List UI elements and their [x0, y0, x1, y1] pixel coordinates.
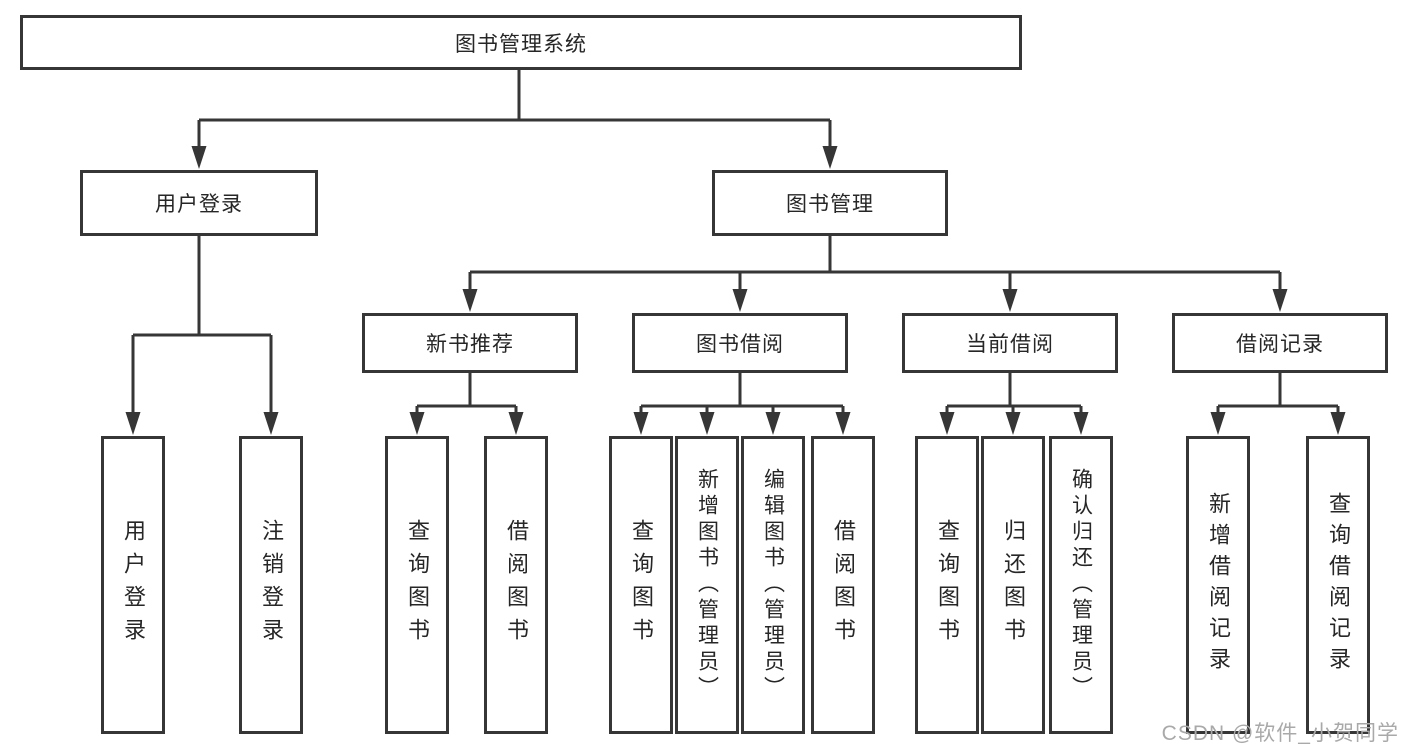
leaf-label-logout: 注销登录 [259, 519, 284, 651]
node-current-borrowing: 当前借阅 [902, 313, 1118, 373]
leaf-label-return-books: 归还图书 [1001, 519, 1026, 651]
node-book-management-branch: 图书管理 [712, 170, 948, 236]
leaf-edit-books-admin: 编辑图书（管理员） [741, 436, 805, 734]
leaf-label-query-books-newbook: 查询图书 [405, 519, 430, 651]
leaf-label-add-books-admin: 新增图书（管理员） [695, 468, 719, 702]
leaf-label-user-login: 用户登录 [121, 519, 146, 651]
leaf-borrow-books-borrowing: 借阅图书 [811, 436, 875, 734]
leaf-query-books-borrowing: 查询图书 [609, 436, 673, 734]
node-library-management-system: 图书管理系统 [20, 15, 1022, 70]
leaf-label-add-borrow-record: 新增借阅记录 [1206, 492, 1231, 678]
leaf-query-books-newbook: 查询图书 [385, 436, 449, 734]
leaf-label-edit-books-admin: 编辑图书（管理员） [761, 468, 785, 702]
leaf-label-query-books-current: 查询图书 [935, 519, 960, 651]
node-new-book-recommendation: 新书推荐 [362, 313, 578, 373]
node-user-login-branch: 用户登录 [80, 170, 318, 236]
leaf-label-query-books-borrowing: 查询图书 [629, 519, 654, 651]
leaf-return-books: 归还图书 [981, 436, 1045, 734]
node-borrowing-records: 借阅记录 [1172, 313, 1388, 373]
node-label-root: 图书管理系统 [455, 32, 587, 56]
leaf-logout: 注销登录 [239, 436, 303, 734]
node-book-borrowing: 图书借阅 [632, 313, 848, 373]
leaf-query-borrow-record: 查询借阅记录 [1306, 436, 1370, 734]
leaf-label-borrow-books-newbook: 借阅图书 [504, 519, 529, 651]
node-label-current-borrowing: 当前借阅 [966, 333, 1054, 356]
node-label-book-management-branch: 图书管理 [786, 193, 874, 216]
leaf-confirm-return-admin: 确认归还（管理员） [1049, 436, 1113, 734]
leaf-label-borrow-books-borrowing: 借阅图书 [831, 519, 856, 651]
leaf-label-query-borrow-record: 查询借阅记录 [1326, 492, 1351, 678]
leaf-label-confirm-return-admin: 确认归还（管理员） [1069, 468, 1093, 702]
leaf-user-login: 用户登录 [101, 436, 165, 734]
leaf-add-borrow-record: 新增借阅记录 [1186, 436, 1250, 734]
node-label-new-book-recommendation: 新书推荐 [426, 333, 514, 356]
leaf-add-books-admin: 新增图书（管理员） [675, 436, 739, 734]
node-label-book-borrowing: 图书借阅 [696, 333, 784, 356]
leaf-borrow-books-newbook: 借阅图书 [484, 436, 548, 734]
node-label-user-login-branch: 用户登录 [155, 193, 243, 216]
csdn-watermark: CSDN @软件_小贺同学 [1161, 722, 1399, 745]
leaf-query-books-current: 查询图书 [915, 436, 979, 734]
node-label-borrowing-records: 借阅记录 [1236, 333, 1324, 356]
